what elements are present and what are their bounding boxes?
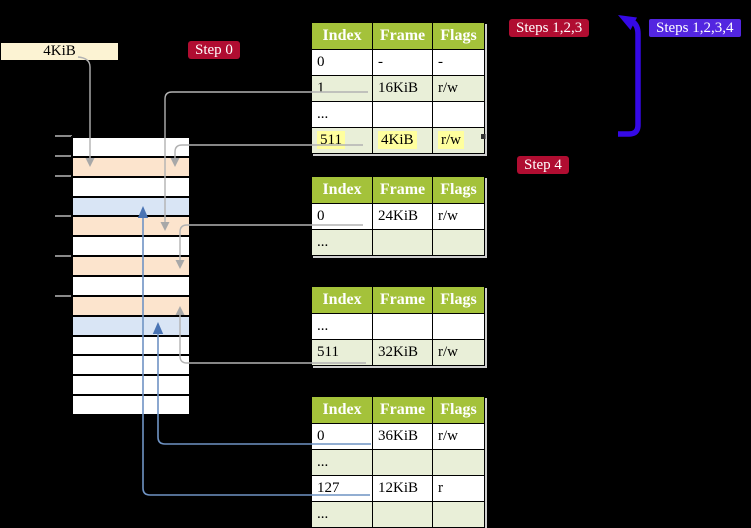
address-tick — [55, 155, 72, 157]
table-row: ... — [311, 449, 485, 476]
page-table-2: Index Frame Flags 0 24KiB r/w ... — [311, 176, 485, 256]
cell-flags: r/w — [432, 339, 485, 366]
steps123-badge: Steps 1,2,3 — [509, 19, 590, 37]
table-row-highlighted: 511 4KiB r/w — [311, 127, 485, 154]
memory-frame-row — [73, 197, 189, 218]
table-row: 0 36KiB r/w — [311, 423, 485, 450]
table-row: ... — [311, 101, 485, 128]
col-header-index: Index — [311, 286, 373, 314]
cell-frame: - — [372, 49, 433, 76]
cell-index: 0 — [311, 49, 373, 76]
table-row: ... — [311, 313, 485, 340]
cell-flags: r/w — [432, 127, 485, 154]
cell-index: ... — [311, 229, 373, 256]
cell-index: ... — [311, 313, 373, 340]
memory-frame-row — [73, 277, 189, 297]
frame-size-label: 4KiB — [1, 43, 118, 60]
cell-frame: 16KiB — [372, 75, 433, 102]
page-table-3: Index Frame Flags ... 511 32KiB r/w — [311, 286, 485, 366]
cell-flags — [432, 313, 485, 340]
table-row: 0 - - — [311, 49, 485, 76]
memory-frame-row — [73, 157, 189, 178]
col-header-frame: Frame — [372, 396, 433, 424]
cell-flags: - — [432, 49, 485, 76]
cell-frame: 12KiB — [372, 475, 433, 502]
col-header-index: Index — [311, 396, 373, 424]
cell-frame — [372, 101, 433, 128]
cell-flags: r/w — [432, 75, 485, 102]
page-table-1: Index Frame Flags 0 - - 1 16KiB r/w ... … — [311, 22, 485, 154]
cell-frame — [372, 229, 433, 256]
steps-flow-arrow — [618, 18, 641, 137]
cell-frame: 4KiB — [372, 127, 433, 154]
cell-frame — [372, 313, 433, 340]
cell-frame: 36KiB — [372, 423, 433, 450]
table-header-row: Index Frame Flags — [311, 176, 485, 204]
cell-flags: r/w — [432, 423, 485, 450]
address-tick — [55, 215, 72, 217]
col-header-frame: Frame — [372, 286, 433, 314]
step0-badge: Step 0 — [188, 41, 240, 59]
col-header-flags: Flags — [432, 286, 485, 314]
table-header-row: Index Frame Flags — [311, 22, 485, 50]
col-header-flags: Flags — [432, 176, 485, 204]
arrowhead-upleft-icon — [618, 15, 637, 30]
steps1234-badge: Steps 1,2,3,4 — [649, 19, 741, 37]
step4-badge: Step 4 — [517, 156, 569, 174]
memory-frame-row — [73, 177, 189, 198]
cell-index: ... — [311, 501, 373, 528]
page-table-4: Index Frame Flags 0 36KiB r/w ... 127 12… — [311, 396, 485, 528]
memory-frame-row — [73, 316, 189, 337]
address-tick — [55, 255, 72, 257]
table-row: 127 12KiB r — [311, 475, 485, 502]
cell-index: ... — [311, 101, 373, 128]
memory-frame-row — [73, 296, 189, 317]
col-header-frame: Frame — [372, 176, 433, 204]
cell-index: 1 — [311, 75, 373, 102]
memory-strip — [71, 136, 191, 416]
address-tick — [55, 175, 72, 177]
cell-frame — [372, 501, 433, 528]
cell-flags: r/w — [432, 203, 485, 230]
cell-index: 127 — [311, 475, 373, 502]
highlighted-value: r/w — [438, 131, 464, 149]
col-header-flags: Flags — [432, 396, 485, 424]
cell-flags: r — [432, 475, 485, 502]
memory-frame-row — [73, 376, 189, 397]
memory-frame-row — [73, 396, 189, 415]
cell-flags — [432, 501, 485, 528]
table-row: ... — [311, 229, 485, 256]
cell-index: 0 — [311, 423, 373, 450]
cell-flags — [432, 229, 485, 256]
col-header-index: Index — [311, 22, 373, 50]
table-row: 1 16KiB r/w — [311, 75, 485, 102]
cell-index: ... — [311, 449, 373, 476]
address-tick — [55, 295, 72, 297]
memory-frame-row — [73, 237, 189, 258]
memory-frame-row — [73, 217, 189, 238]
memory-frame-row — [73, 356, 189, 377]
col-header-index: Index — [311, 176, 373, 204]
cell-index: 511 — [311, 339, 373, 366]
cell-flags — [432, 101, 485, 128]
table-row: ... — [311, 501, 485, 528]
memory-frame-row — [73, 257, 189, 278]
memory-frame-row — [73, 138, 189, 158]
cell-frame — [372, 449, 433, 476]
highlighted-value: 511 — [317, 131, 345, 149]
table-header-row: Index Frame Flags — [311, 396, 485, 424]
col-header-frame: Frame — [372, 22, 433, 50]
cell-index: 511 — [311, 127, 373, 154]
table-header-row: Index Frame Flags — [311, 286, 485, 314]
memory-frame-row — [73, 336, 189, 357]
col-header-flags: Flags — [432, 22, 485, 50]
cell-flags — [432, 449, 485, 476]
address-tick — [55, 135, 72, 137]
table-row: 511 32KiB r/w — [311, 339, 485, 366]
table-row: 0 24KiB r/w — [311, 203, 485, 230]
cell-frame: 32KiB — [372, 339, 433, 366]
cell-frame: 24KiB — [372, 203, 433, 230]
cell-index: 0 — [311, 203, 373, 230]
highlighted-value: 4KiB — [378, 131, 417, 149]
